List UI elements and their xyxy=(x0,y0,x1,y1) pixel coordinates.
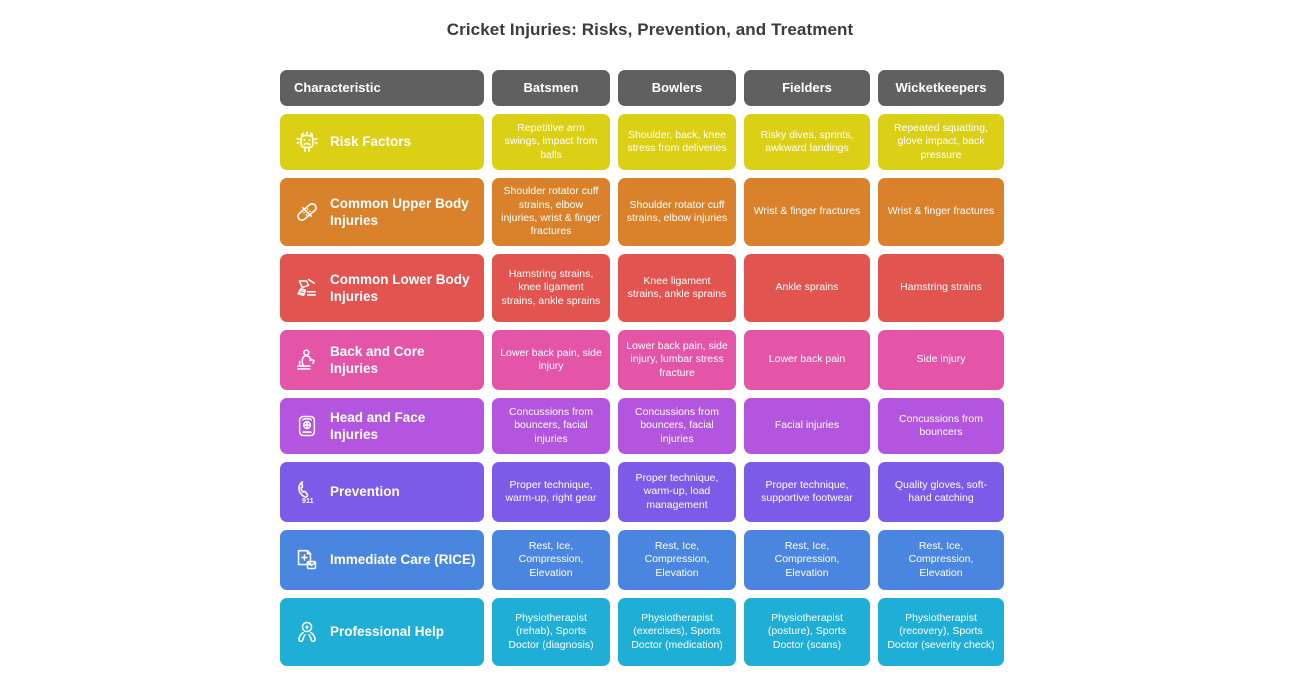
matrix-cell[interactable]: Shoulder rotator cuff strains, elbow inj… xyxy=(492,178,610,246)
matrix-cell[interactable]: Proper technique, warm-up, right gear xyxy=(492,462,610,522)
matrix-row: Professional Help Physiotherapist (rehab… xyxy=(280,598,1004,666)
row-label-back-and-core-injuries[interactable]: Back and Core Injuries xyxy=(280,330,484,390)
matrix-cell[interactable]: Wrist & finger fractures xyxy=(744,178,870,246)
dizzy-face-icon xyxy=(294,129,320,155)
matrix-cell[interactable]: Hamstring strains, knee ligament strains… xyxy=(492,254,610,322)
matrix-cell[interactable]: Rest, Ice, Compression, Elevation xyxy=(492,530,610,590)
matrix-cell[interactable]: Lower back pain, side injury, lumbar str… xyxy=(618,330,736,390)
helmet-head-icon xyxy=(294,413,320,439)
matrix-row: Head and Face Injuries Concussions from … xyxy=(280,398,1004,454)
svg-text:911: 911 xyxy=(302,497,314,505)
matrix-cell[interactable]: Rest, Ice, Compression, Elevation xyxy=(878,530,1004,590)
matrix-cell[interactable]: Lower back pain xyxy=(744,330,870,390)
matrix-cell[interactable]: Physiotherapist (recovery), Sports Docto… xyxy=(878,598,1004,666)
medical-document-icon xyxy=(294,547,320,573)
matrix-cell[interactable]: Concussions from bouncers, facial injuri… xyxy=(492,398,610,454)
row-label-text: Head and Face Injuries xyxy=(330,409,426,442)
row-label-text: Common Lower Body Injuries xyxy=(330,271,470,304)
column-header-fielders[interactable]: Fielders xyxy=(744,70,870,106)
matrix-row: Risk Factors Repetitive arm swings, impa… xyxy=(280,114,1004,170)
row-label-risk-factors[interactable]: Risk Factors xyxy=(280,114,484,170)
row-label-common-upper-body-injuries[interactable]: Common Upper Body Injuries xyxy=(280,178,484,246)
comparison-matrix: Characteristic Batsmen Bowlers Fielders … xyxy=(280,70,1004,674)
row-label-text: Risk Factors xyxy=(330,134,412,150)
matrix-cell[interactable]: Facial injuries xyxy=(744,398,870,454)
matrix-cell[interactable]: Proper technique, warm-up, load manageme… xyxy=(618,462,736,522)
matrix-cell[interactable]: Repetitive arm swings, impact from balls xyxy=(492,114,610,170)
row-label-prevention[interactable]: 911 Prevention xyxy=(280,462,484,522)
matrix-cell[interactable]: Concussions from bouncers xyxy=(878,398,1004,454)
matrix-cell[interactable]: Ankle sprains xyxy=(744,254,870,322)
row-label-immediate-care-rice[interactable]: Immediate Care (RICE) xyxy=(280,530,484,590)
matrix-cell[interactable]: Hamstring strains xyxy=(878,254,1004,322)
matrix-cell[interactable]: Rest, Ice, Compression, Elevation xyxy=(618,530,736,590)
matrix-cell[interactable]: Concussions from bouncers, facial injuri… xyxy=(618,398,736,454)
matrix-cell[interactable]: Knee ligament strains, ankle sprains xyxy=(618,254,736,322)
row-label-text: Common Upper Body Injuries xyxy=(330,195,469,228)
matrix-cell[interactable]: Shoulder rotator cuff strains, elbow inj… xyxy=(618,178,736,246)
emergency-phone-911-icon: 911 xyxy=(294,479,320,505)
row-label-head-and-face-injuries[interactable]: Head and Face Injuries xyxy=(280,398,484,454)
column-header-bowlers[interactable]: Bowlers xyxy=(618,70,736,106)
bandage-icon xyxy=(294,199,320,225)
matrix-cell[interactable]: Physiotherapist (posture), Sports Doctor… xyxy=(744,598,870,666)
matrix-row: Common Lower Body Injuries Hamstring str… xyxy=(280,254,1004,322)
row-label-common-lower-body-injuries[interactable]: Common Lower Body Injuries xyxy=(280,254,484,322)
matrix-cell[interactable]: Shoulder, back, knee stress from deliver… xyxy=(618,114,736,170)
matrix-row: Immediate Care (RICE) Rest, Ice, Compres… xyxy=(280,530,1004,590)
matrix-cell[interactable]: Rest, Ice, Compression, Elevation xyxy=(744,530,870,590)
matrix-row: Back and Core Injuries Lower back pain, … xyxy=(280,330,1004,390)
row-label-text: Immediate Care (RICE) xyxy=(330,552,476,568)
matrix-row: 911 Prevention Proper technique, warm-up… xyxy=(280,462,1004,522)
caring-hands-heart-icon xyxy=(294,619,320,645)
matrix-cell[interactable]: Side injury xyxy=(878,330,1004,390)
matrix-header-row: Characteristic Batsmen Bowlers Fielders … xyxy=(280,70,1004,106)
column-header-wicketkeepers[interactable]: Wicketkeepers xyxy=(878,70,1004,106)
matrix-cell[interactable]: Repeated squatting, glove impact, back p… xyxy=(878,114,1004,170)
row-label-text: Prevention xyxy=(330,484,400,500)
matrix-cell[interactable]: Proper technique, supportive footwear xyxy=(744,462,870,522)
row-label-text: Professional Help xyxy=(330,624,445,640)
back-pain-person-icon xyxy=(294,347,320,373)
matrix-row: Common Upper Body Injuries Shoulder rota… xyxy=(280,178,1004,246)
row-label-professional-help[interactable]: Professional Help xyxy=(280,598,484,666)
column-header-characteristic[interactable]: Characteristic xyxy=(280,70,484,106)
leg-bandage-icon xyxy=(294,275,320,301)
column-header-batsmen[interactable]: Batsmen xyxy=(492,70,610,106)
matrix-cell[interactable]: Lower back pain, side injury xyxy=(492,330,610,390)
matrix-cell[interactable]: Physiotherapist (rehab), Sports Doctor (… xyxy=(492,598,610,666)
matrix-cell[interactable]: Physiotherapist (exercises), Sports Doct… xyxy=(618,598,736,666)
page-title: Cricket Injuries: Risks, Prevention, and… xyxy=(446,20,854,39)
matrix-cell[interactable]: Risky dives, sprints, awkward landings xyxy=(744,114,870,170)
row-label-text: Back and Core Injuries xyxy=(330,343,425,376)
matrix-cell[interactable]: Quality gloves, soft-hand catching xyxy=(878,462,1004,522)
matrix-cell[interactable]: Wrist & finger fractures xyxy=(878,178,1004,246)
